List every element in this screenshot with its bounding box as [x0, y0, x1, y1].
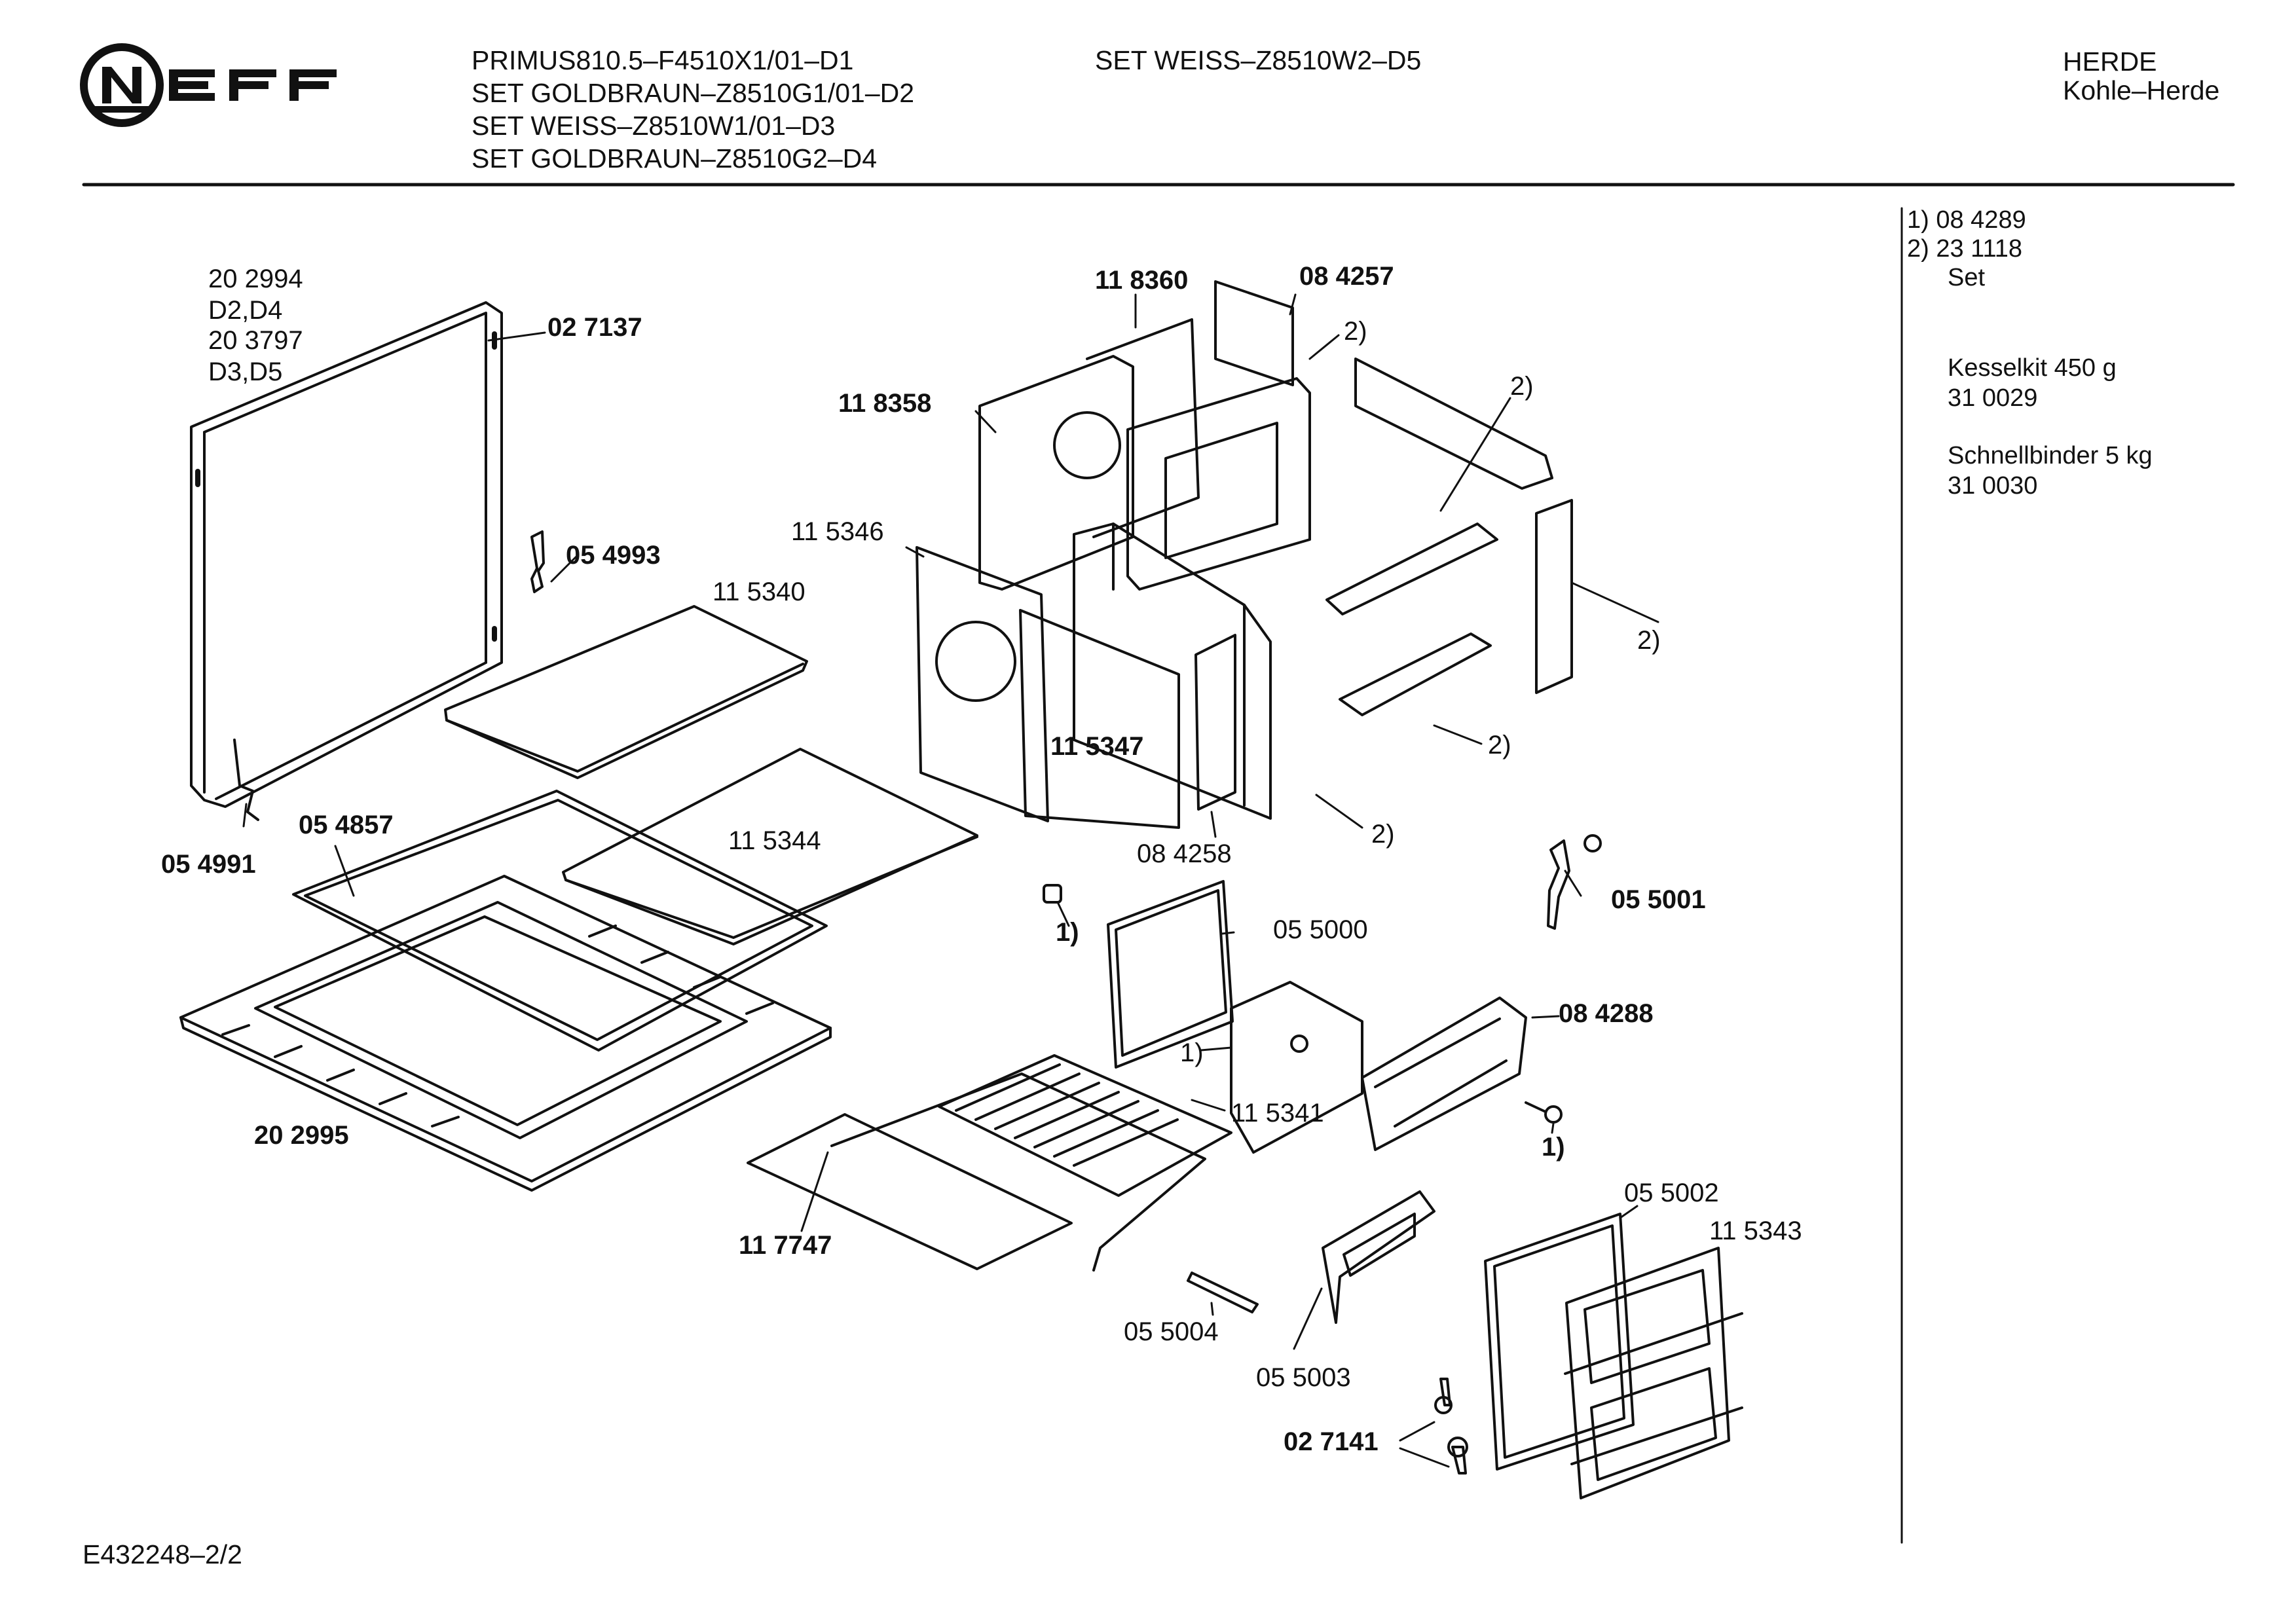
part-label-202995: 20 2995: [254, 1121, 349, 1150]
firebox-brick-set-right: [1325, 357, 1573, 716]
model-line-2: SET GOLDBRAUN–Z8510G1/01–D2: [472, 78, 915, 108]
part-label-027141: 02 7141: [1284, 1427, 1379, 1456]
shelf-part-115340: [444, 605, 808, 779]
part-label-055004: 05 5004: [1124, 1317, 1219, 1346]
part-label-055002: 05 5002: [1624, 1179, 1719, 1207]
legend-kit1-code: 31 0029: [1948, 384, 2038, 412]
note-2-d: 2): [1488, 731, 1511, 760]
side-panel-part: [190, 301, 503, 821]
legend-note-2-sub: Set: [1948, 264, 1986, 291]
part-label-118360: 11 8360: [1095, 266, 1189, 295]
part-label-203797: 20 3797: [208, 326, 303, 355]
firebox-panel-115347: [1019, 609, 1180, 829]
document-id: E432248–2/2: [83, 1539, 242, 1569]
part-label-115340: 11 5340: [713, 577, 805, 606]
variant-label-d3d5: D3,D5: [208, 357, 283, 386]
part-label-202994: 20 2994: [208, 265, 303, 293]
part-label-117747: 11 7747: [739, 1231, 832, 1260]
part-label-054993: 05 4993: [566, 541, 661, 570]
firebox-block-center: [1073, 522, 1272, 820]
note-1-b: 1): [1180, 1038, 1204, 1067]
part-label-115344: 11 5344: [728, 826, 821, 855]
door-part-055002: [1484, 1213, 1635, 1471]
legend-kit1-name: Kesselkit 450 g: [1948, 354, 2117, 382]
part-label-027137: 02 7137: [547, 313, 642, 342]
clip-part-055001: [1547, 834, 1602, 930]
part-label-054991: 05 4991: [161, 850, 256, 879]
model-line-4: SET GOLDBRAUN–Z8510G2–D4: [472, 143, 878, 174]
part-label-054857: 05 4857: [299, 811, 394, 839]
part-label-055003: 05 5003: [1256, 1363, 1351, 1392]
bracket-part-055003: [1322, 1190, 1435, 1324]
door-part-115343: [1564, 1247, 1743, 1499]
model-line-1: PRIMUS810.5–F4510X1/01–D1: [472, 45, 854, 75]
firebox-brick-084258: [1194, 634, 1236, 811]
plate-part-115344: [562, 748, 978, 945]
note-2-e: 2): [1371, 820, 1395, 849]
category-title: HERDE: [2063, 46, 2157, 77]
part-label-084258: 08 4258: [1137, 839, 1232, 868]
bracket-part-055004: [1187, 1272, 1259, 1313]
firebox-panel-115346: [916, 546, 1049, 822]
screw-part-027141: [1434, 1378, 1468, 1475]
firebox-panel-084257: [1214, 280, 1294, 386]
neff-logo: [80, 43, 337, 127]
part-label-115347: 11 5347: [1050, 732, 1144, 761]
part-label-115343: 11 5343: [1709, 1217, 1802, 1245]
model-line-3: SET WEISS–Z8510W1/01–D3: [472, 111, 836, 141]
firebox-panel-118358: [978, 355, 1134, 591]
part-label-084288: 08 4288: [1559, 999, 1654, 1028]
legend-note-1: 1) 08 4289: [1907, 206, 2026, 234]
note-1-a: 1): [1056, 918, 1079, 947]
legend-note-2: 2) 23 1118: [1907, 235, 2023, 263]
top-frame-part: [179, 875, 832, 1192]
ash-tray-part-117747: [747, 1072, 1206, 1272]
leader-lines: [242, 293, 1659, 1468]
ash-door-part: [1230, 981, 1363, 1154]
legend-kit2-name: Schnellbinder 5 kg: [1948, 442, 2153, 469]
part-label-115341: 11 5341: [1231, 1099, 1324, 1127]
part-label-055001: 05 5001: [1611, 885, 1706, 914]
category-subtitle: Kohle–Herde: [2063, 75, 2220, 105]
firebox-inner-frame: [1126, 377, 1311, 591]
note-2-c: 2): [1637, 626, 1661, 655]
part-label-118358: 11 8358: [838, 389, 932, 418]
part-label-055000: 05 5000: [1273, 915, 1368, 944]
door-glass-055000: [1107, 880, 1234, 1069]
part-label-115346: 11 5346: [791, 517, 884, 546]
seal-part: [292, 790, 828, 1052]
screw-part-1c: [1525, 1101, 1563, 1124]
note-2-a: 2): [1344, 317, 1367, 346]
washer-part-1a: [1043, 884, 1062, 904]
hinge-part-084288: [1361, 997, 1527, 1151]
part-label-084257: 08 4257: [1299, 262, 1394, 291]
note-2-b: 2): [1510, 372, 1534, 401]
firebox-panel-118360: [1086, 318, 1200, 538]
variant-label-d2d4: D2,D4: [208, 296, 283, 325]
model-line-extra: SET WEISS–Z8510W2–D5: [1095, 45, 1422, 75]
hinge-part: [530, 530, 545, 593]
legend-kit2-code: 31 0030: [1948, 472, 2038, 500]
note-1-c: 1): [1542, 1133, 1565, 1162]
grate-part-115341: [938, 1054, 1232, 1197]
